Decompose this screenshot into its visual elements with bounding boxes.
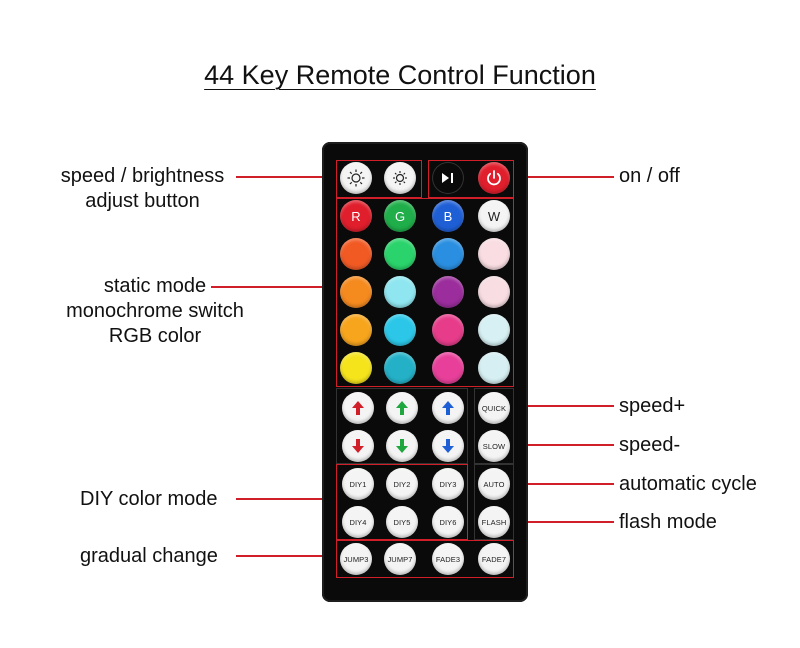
play-pause-icon: [442, 173, 453, 183]
leader-line: [510, 521, 614, 523]
arrow-down-icon: [442, 439, 454, 453]
power-button[interactable]: [478, 162, 510, 194]
brightness-down-button[interactable]: [384, 162, 416, 194]
leader-line: [510, 444, 614, 446]
page-title: 44 Key Remote Control Function: [0, 60, 800, 91]
color-button[interactable]: [384, 314, 416, 346]
remote-control: R G B W QUICK SLOW AUTO FLASH DIY1 DIY2: [322, 142, 528, 602]
green-down-button[interactable]: [386, 430, 418, 462]
color-button[interactable]: [432, 314, 464, 346]
leader-line: [510, 405, 614, 407]
diy-color-mode-label: DIY color mode: [80, 488, 218, 510]
leader-line: [211, 286, 332, 288]
on-off-label: on / off: [619, 165, 680, 187]
diy2-button[interactable]: DIY2: [386, 468, 418, 500]
leader-line: [516, 176, 614, 178]
brightness-up-icon: [347, 169, 365, 187]
label-line: adjust button: [85, 190, 200, 212]
color-button[interactable]: [478, 314, 510, 346]
color-button[interactable]: [384, 352, 416, 384]
diy-zone: [336, 464, 468, 540]
speed-zone: [474, 388, 514, 464]
leader-line: [236, 555, 332, 557]
color-button[interactable]: [432, 352, 464, 384]
auto-flash-zone: [474, 464, 514, 540]
automatic-cycle-label: automatic cycle: [619, 473, 757, 495]
color-button[interactable]: [384, 238, 416, 270]
leader-line: [236, 176, 332, 178]
arrow-up-icon: [442, 401, 454, 415]
red-up-button[interactable]: [342, 392, 374, 424]
static-color-zone: [336, 198, 514, 387]
diy4-button[interactable]: DIY4: [342, 506, 374, 538]
color-button[interactable]: [340, 276, 372, 308]
slow-button[interactable]: SLOW: [478, 430, 510, 462]
leader-line: [236, 498, 332, 500]
title-text: 44 Key Remote Control Function: [204, 60, 596, 90]
color-button[interactable]: [478, 238, 510, 270]
speed-up-label: speed+: [619, 395, 686, 417]
on-off-zone: [428, 160, 514, 198]
gradual-zone: [336, 540, 514, 578]
jump7-button[interactable]: JUMP7: [384, 543, 416, 575]
color-button[interactable]: [340, 314, 372, 346]
fade7-button[interactable]: FADE7: [478, 543, 510, 575]
diy6-button[interactable]: DIY6: [432, 506, 464, 538]
brightness-down-icon: [393, 171, 407, 185]
color-button[interactable]: [340, 352, 372, 384]
arrow-up-icon: [396, 401, 408, 415]
static-mode-label: static mode monochrome switch RGB color: [40, 274, 270, 349]
label-line: static mode: [103, 275, 207, 297]
label-line: RGB color: [108, 325, 202, 347]
color-button[interactable]: [432, 276, 464, 308]
arrow-up-icon: [352, 401, 364, 415]
blue-down-button[interactable]: [432, 430, 464, 462]
quick-button[interactable]: QUICK: [478, 392, 510, 424]
diy5-button[interactable]: DIY5: [386, 506, 418, 538]
auto-button[interactable]: AUTO: [478, 468, 510, 500]
green-up-button[interactable]: [386, 392, 418, 424]
diy1-button[interactable]: DIY1: [342, 468, 374, 500]
green-button[interactable]: G: [384, 200, 416, 232]
leader-line: [510, 483, 614, 485]
blue-button[interactable]: B: [432, 200, 464, 232]
speed-brightness-zone: [336, 160, 422, 198]
label-line: monochrome switch: [66, 300, 244, 322]
power-icon: [487, 170, 501, 186]
color-button[interactable]: [432, 238, 464, 270]
flash-mode-label: flash mode: [619, 511, 717, 533]
color-button[interactable]: [384, 276, 416, 308]
white-button[interactable]: W: [478, 200, 510, 232]
arrow-zone: [336, 388, 468, 464]
label-line: speed / brightness: [60, 165, 225, 187]
speed-down-label: speed-: [619, 434, 681, 456]
arrow-down-icon: [396, 439, 408, 453]
fade3-button[interactable]: FADE3: [432, 543, 464, 575]
red-button[interactable]: R: [340, 200, 372, 232]
color-button[interactable]: [478, 276, 510, 308]
blue-up-button[interactable]: [432, 392, 464, 424]
jump3-button[interactable]: JUMP3: [340, 543, 372, 575]
flash-button[interactable]: FLASH: [478, 506, 510, 538]
arrow-down-icon: [352, 439, 364, 453]
speed-brightness-label: speed / brightness adjust button: [55, 164, 230, 214]
color-button[interactable]: [340, 238, 372, 270]
color-button[interactable]: [478, 352, 510, 384]
play-pause-button[interactable]: [432, 162, 464, 194]
brightness-up-button[interactable]: [340, 162, 372, 194]
diy3-button[interactable]: DIY3: [432, 468, 464, 500]
red-down-button[interactable]: [342, 430, 374, 462]
gradual-change-label: gradual change: [80, 545, 218, 567]
